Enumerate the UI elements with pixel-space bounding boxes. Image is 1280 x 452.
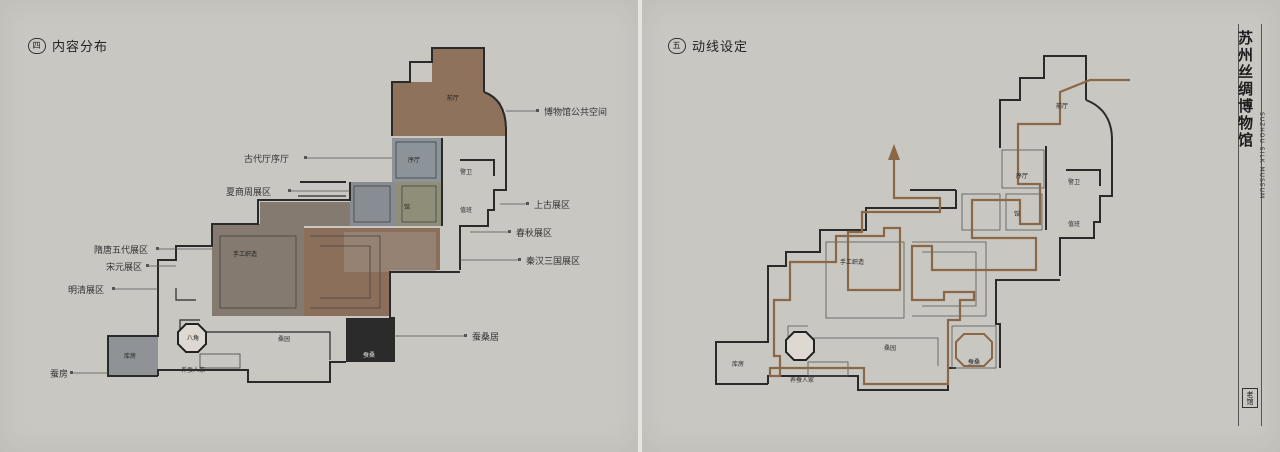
zone-qin-han <box>344 232 436 272</box>
zone-xia-shang <box>396 182 442 226</box>
callout-ancient-hall: 古代厅序厅 <box>244 155 290 165</box>
room-guard: 警卫 <box>460 168 472 176</box>
zone-public-space <box>392 48 506 136</box>
zone-prelude <box>392 138 442 182</box>
right-section-title: 五 动线设定 <box>668 36 748 55</box>
section-number-badge: 四 <box>28 37 46 54</box>
zone-silkhouse <box>346 318 394 362</box>
title-rule-left <box>1238 24 1239 426</box>
right-page <box>642 0 1280 452</box>
section-title-text: 内容分布 <box>52 40 109 55</box>
octagon-silkhouse <box>955 333 993 367</box>
circulation-path <box>768 78 1130 386</box>
callout-sui-tang: 隋唐五代展区 <box>94 246 149 256</box>
callout-qin-han: 秦汉三国展区 <box>526 257 581 267</box>
callout-spring-autumn: 春秋展区 <box>516 229 553 239</box>
room-prelude-r: 序厅 <box>1016 172 1028 180</box>
callout-xia-shang-zhou: 夏商周展区 <box>226 188 272 198</box>
room-handcraft: 手工织造 <box>233 250 257 258</box>
room-storage-r: 库房 <box>732 360 744 368</box>
callout-silk-room: 蚕房 <box>50 370 69 380</box>
title-rule-right <box>1261 24 1262 426</box>
zone-silk-room <box>108 336 158 376</box>
room-lobby: 前厅 <box>447 94 459 102</box>
left-section-title: 四 内容分布 <box>28 36 108 55</box>
room-mulberry-r: 桑园 <box>884 344 896 352</box>
octagon-pavilion-right <box>785 331 815 361</box>
seal-stamp: 老馆 <box>1242 388 1258 408</box>
room-rear-entrance: 养蚕人家 <box>181 366 205 374</box>
page-gutter <box>638 0 642 452</box>
section-number-badge: 五 <box>668 37 686 54</box>
room-handcraft-r: 手工织造 <box>840 258 864 266</box>
museum-subtitle-en: SUZHOU SILK MUSEUM <box>1258 112 1265 200</box>
room-gallery: 馆 <box>404 203 410 211</box>
room-archive-r: 馆 <box>1014 210 1020 218</box>
octagon-label: 八角 <box>187 334 199 342</box>
octagon-pavilion <box>177 323 207 353</box>
zone-prehistoric <box>350 182 396 226</box>
direction-arrow <box>888 144 900 160</box>
callout-ming-qing: 明清展区 <box>68 286 105 296</box>
room-guard-r: 警卫 <box>1068 178 1080 186</box>
room-duty-r: 值班 <box>1068 220 1080 228</box>
room-silkhouse: 蚕桑 <box>363 351 375 359</box>
room-lobby-r: 前厅 <box>1056 102 1068 110</box>
callout-prehistoric: 上古展区 <box>534 201 571 211</box>
museum-title: 苏州丝绸博物馆 <box>1236 30 1254 149</box>
zone-handcraft <box>212 202 350 316</box>
callout-silkworm-house: 蚕桑居 <box>472 333 500 343</box>
room-rear-r: 养蚕人家 <box>790 376 814 384</box>
room-mulberry-garden: 桑园 <box>278 335 290 343</box>
callout-song-yuan: 宋元展区 <box>106 263 143 273</box>
room-silk-room: 库房 <box>124 352 136 360</box>
callout-public-space: 博物馆公共空间 <box>544 108 608 118</box>
room-prelude: 序厅 <box>408 156 420 164</box>
section-title-text: 动线设定 <box>692 40 749 55</box>
room-duty: 值班 <box>460 206 472 214</box>
room-silkhouse-r: 蚕桑 <box>968 358 980 366</box>
